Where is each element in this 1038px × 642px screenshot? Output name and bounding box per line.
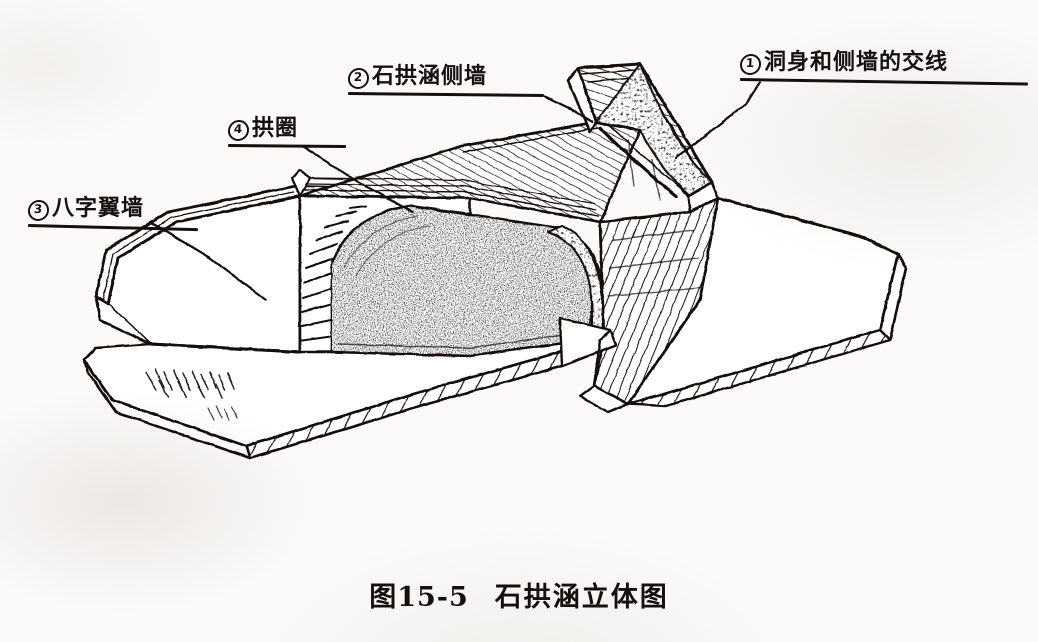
right-wing-wall — [592, 196, 908, 408]
figure-title: 石拱涵立体图 — [494, 582, 669, 613]
annotation-text-1: 洞身和侧墙的交线 — [764, 50, 949, 75]
annotation-marker-3: 3 — [27, 199, 50, 221]
annotation-marker-1: 1 — [739, 53, 762, 75]
annotation-marker-4: 4 — [227, 119, 250, 141]
annotation-text-2: 石拱涵侧墙 — [372, 64, 488, 89]
figure-number: 图15-5 — [369, 582, 469, 613]
annotation-marker-2: 2 — [347, 67, 370, 89]
figure-caption: 图15-5 石拱涵立体图 — [0, 575, 1038, 614]
annotation-text-4: 拱圈 — [252, 116, 299, 141]
annotation-underline-4 — [227, 143, 347, 148]
annotation-text-3: 八字翼墙 — [52, 196, 145, 221]
